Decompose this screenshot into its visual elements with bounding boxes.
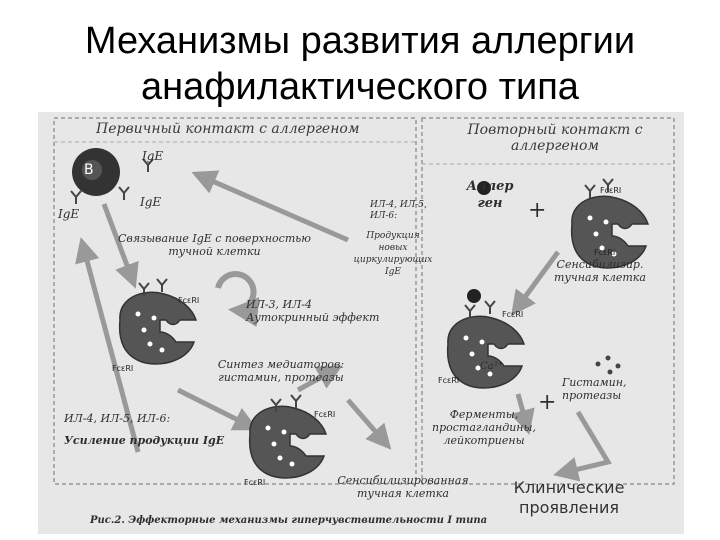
histamine-label: Гистамин, протеазы [562, 376, 627, 402]
receptor-label-6: FcεRI [112, 364, 134, 373]
receptor-label-2: FcεRI [594, 248, 616, 257]
diagram-graphics [53, 117, 675, 485]
arrow-to-sensitized [176, 387, 259, 431]
cytokines-top-label: ИЛ-4, ИЛ-5, ИЛ-6: [370, 200, 427, 221]
receptor-label-4: FcεRI [438, 376, 460, 385]
receptor-label-8: FcεRI [244, 478, 266, 487]
ige-label-left: IgE [58, 207, 80, 221]
receptor-label-3: FcεRI [502, 310, 524, 319]
calcium-label: Ca²⁺ [480, 361, 503, 372]
plus-sign-bottom: + [538, 390, 557, 415]
autocrine-label: ИЛ-3, ИЛ-4 Аутокринный эффект [246, 298, 380, 324]
primary-contact-header: Первичный контакт с аллергеном [96, 121, 360, 137]
mediators-label: Синтез медиаторов: гистамин, протеазы [217, 358, 345, 384]
arrow-feedback-top [191, 170, 349, 243]
ige-label-mid: IgE [140, 195, 162, 209]
title-line-1: Механизмы развития аллергии [84, 20, 636, 62]
repeat-contact-header: Повторный контакт с аллергеном [467, 122, 643, 154]
production-label: Продукция новых циркулирующих IgE [353, 231, 433, 277]
receptor-label-7: FcεRI [314, 410, 336, 419]
arrow-b-to-mast [101, 203, 139, 289]
allergen-label: Аллер ген [466, 179, 514, 211]
b-cell-label: B [84, 162, 94, 178]
sensitized-cell-label: Сенсибилизированная тучная клетка [337, 474, 469, 500]
slide-title: Механизмы развития аллергии анафилактиче… [0, 18, 720, 110]
sensitized-right-label: Сенсибилизир. тучная клетка [554, 258, 646, 284]
binding-label: Связывание IgE с поверхностью тучной кле… [118, 232, 311, 258]
receptor-label-1: FcεRI [600, 186, 622, 195]
ige-label-top: IgE [142, 149, 164, 163]
title-line-2: анафилактического типа [141, 66, 579, 108]
plus-sign-top: + [528, 198, 547, 223]
autocrine-cycle-icon [215, 271, 260, 327]
figure-caption: Рис.2. Эффекторные механизмы гиперчувств… [90, 515, 488, 526]
mechanism-diagram: Первичный контакт с аллергеном Повторный… [38, 112, 684, 534]
cytokines-bottom-label: ИЛ-4, ИЛ-5, ИЛ-6: [64, 412, 171, 425]
arrow-left-up [75, 237, 141, 453]
allergen-particle [477, 181, 491, 195]
repeat-panel-frame [421, 117, 675, 485]
receptor-label-5: FcεRI [178, 296, 200, 305]
clinical-manifestations-label: Клинические проявления [513, 478, 625, 517]
enzymes-label: Ферменты, простагландины, лейкотриены [431, 408, 537, 447]
enhance-label: Усиление продукции IgE [64, 434, 225, 447]
